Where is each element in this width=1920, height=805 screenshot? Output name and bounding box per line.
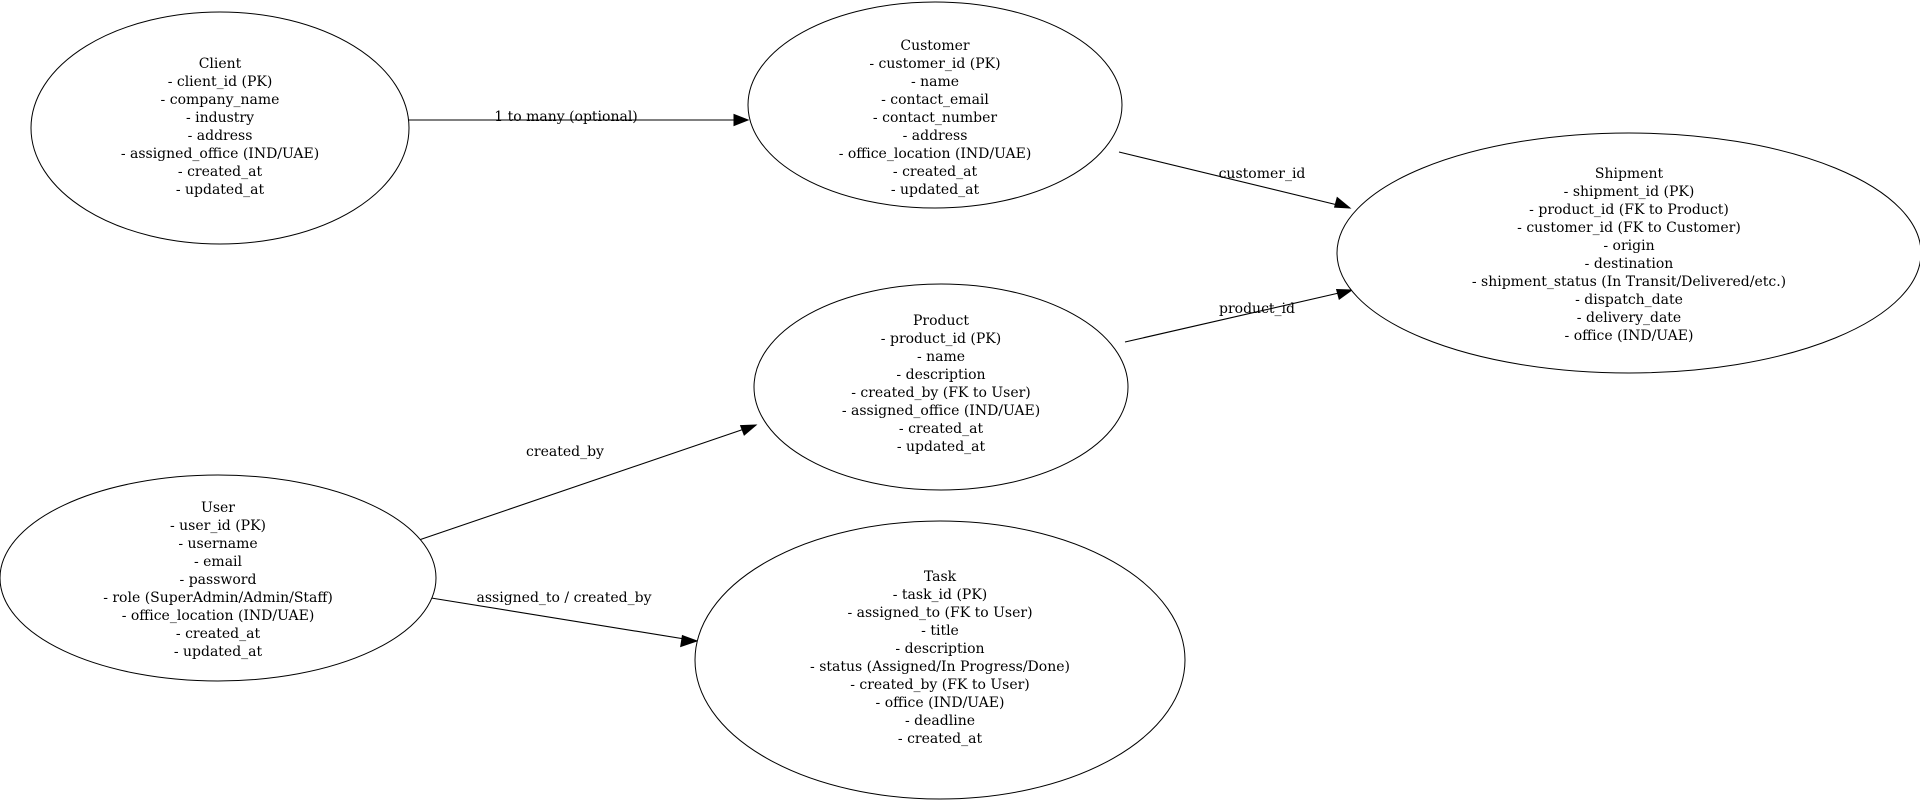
node-product-attr-0: - product_id (PK) bbox=[881, 331, 1001, 347]
node-task-attr-2: - title bbox=[921, 623, 959, 639]
node-task-attr-6: - office (IND/UAE) bbox=[876, 695, 1005, 711]
node-task-attr-3: - description bbox=[895, 641, 984, 657]
node-customer[interactable]: Customer - customer_id (PK) - name - con… bbox=[747, 1, 1123, 209]
node-client-attr-0: - client_id (PK) bbox=[168, 74, 273, 90]
edge-customer-shipment-path bbox=[1118, 151, 1351, 209]
node-product-attr-3: - created_by (FK to User) bbox=[851, 385, 1031, 401]
node-task-attr-8: - created_at bbox=[898, 731, 983, 747]
node-user-attr-2: - email bbox=[194, 554, 243, 570]
node-customer-ellipse bbox=[747, 1, 1123, 209]
node-customer-attr-3: - contact_number bbox=[873, 110, 997, 126]
node-user-ellipse bbox=[0, 474, 437, 682]
node-user-attr-4: - role (SuperAdmin/Admin/Staff) bbox=[103, 590, 333, 606]
node-user-attr-3: - password bbox=[180, 572, 257, 588]
node-client-attr-2: - industry bbox=[186, 110, 254, 126]
node-user[interactable]: User - user_id (PK) - username - email -… bbox=[0, 474, 437, 682]
edge-user-product-path bbox=[418, 424, 757, 541]
node-shipment-attr-7: - delivery_date bbox=[1577, 310, 1681, 326]
node-client-attr-1: - company_name bbox=[161, 92, 280, 108]
node-shipment-ellipse bbox=[1336, 132, 1920, 374]
edge-user-task-arrowhead bbox=[680, 634, 699, 648]
edge-user-task-label: assigned_to / created_by bbox=[477, 590, 652, 606]
edge-user-product-arrowhead bbox=[739, 424, 758, 436]
node-task-title: Task bbox=[924, 569, 957, 585]
node-shipment-attr-8: - office (IND/UAE) bbox=[1565, 328, 1694, 344]
node-customer-attr-6: - created_at bbox=[893, 164, 978, 180]
node-task-attr-4: - status (Assigned/In Progress/Done) bbox=[810, 659, 1070, 675]
node-customer-attr-1: - name bbox=[911, 74, 959, 90]
node-task[interactable]: Task - task_id (PK) - assigned_to (FK to… bbox=[694, 520, 1186, 800]
edge-client-customer-label: 1 to many (optional) bbox=[494, 109, 638, 125]
node-customer-title: Customer bbox=[900, 38, 970, 54]
node-client-ellipse bbox=[30, 11, 410, 245]
node-task-ellipse bbox=[694, 520, 1186, 800]
node-shipment-attr-4: - destination bbox=[1585, 256, 1674, 272]
node-task-attr-1: - assigned_to (FK to User) bbox=[847, 605, 1032, 621]
edge-product-shipment[interactable]: product_id bbox=[1124, 288, 1354, 343]
node-product-attr-4: - assigned_office (IND/UAE) bbox=[842, 403, 1040, 419]
node-shipment-attr-3: - origin bbox=[1603, 238, 1654, 254]
edge-customer-shipment-arrowhead bbox=[1333, 196, 1352, 209]
node-task-attr-5: - created_by (FK to User) bbox=[850, 677, 1030, 693]
node-task-attr-7: - deadline bbox=[905, 713, 975, 729]
node-product-attr-5: - created_at bbox=[899, 421, 984, 437]
node-product-attr-6: - updated_at bbox=[897, 439, 986, 455]
node-shipment-attr-5: - shipment_status (In Transit/Delivered/… bbox=[1472, 274, 1786, 290]
node-customer-attr-2: - contact_email bbox=[881, 92, 989, 108]
node-product-attr-2: - description bbox=[896, 367, 985, 383]
node-user-attr-5: - office_location (IND/UAE) bbox=[122, 608, 315, 624]
node-shipment-attr-2: - customer_id (FK to Customer) bbox=[1517, 220, 1741, 236]
edge-customer-shipment[interactable]: customer_id bbox=[1118, 151, 1352, 209]
node-client-attr-6: - updated_at bbox=[176, 182, 265, 198]
node-shipment-title: Shipment bbox=[1595, 166, 1664, 182]
node-user-title: User bbox=[201, 500, 235, 516]
node-user-attr-1: - username bbox=[178, 536, 257, 552]
edge-product-shipment-path bbox=[1124, 289, 1353, 343]
node-user-attr-6: - created_at bbox=[176, 626, 261, 642]
edge-client-customer-arrowhead bbox=[733, 113, 750, 127]
node-shipment-attr-6: - dispatch_date bbox=[1575, 292, 1683, 308]
node-shipment[interactable]: Shipment - shipment_id (PK) - product_id… bbox=[1336, 132, 1920, 374]
edges-layer: 1 to many (optional) customer_id product… bbox=[408, 109, 1354, 648]
edge-user-product[interactable]: created_by bbox=[418, 424, 758, 541]
edge-user-task[interactable]: assigned_to / created_by bbox=[424, 590, 699, 648]
edge-user-task-path bbox=[424, 596, 698, 642]
node-customer-attr-7: - updated_at bbox=[891, 182, 980, 198]
node-product-ellipse bbox=[753, 283, 1129, 491]
node-customer-attr-4: - address bbox=[903, 128, 968, 144]
node-client-attr-3: - address bbox=[188, 128, 253, 144]
edge-product-shipment-arrowhead bbox=[1335, 288, 1354, 301]
edge-client-customer[interactable]: 1 to many (optional) bbox=[408, 109, 750, 127]
node-user-attr-0: - user_id (PK) bbox=[170, 518, 266, 534]
node-product-title: Product bbox=[913, 313, 969, 329]
node-shipment-attr-1: - product_id (FK to Product) bbox=[1529, 202, 1729, 218]
node-client-attr-4: - assigned_office (IND/UAE) bbox=[121, 146, 319, 162]
node-client[interactable]: Client - client_id (PK) - company_name -… bbox=[30, 11, 410, 245]
edge-customer-shipment-label: customer_id bbox=[1219, 166, 1306, 182]
node-client-attr-5: - created_at bbox=[178, 164, 263, 180]
node-product-attr-1: - name bbox=[917, 349, 965, 365]
node-product[interactable]: Product - product_id (PK) - name - descr… bbox=[753, 283, 1129, 491]
edge-product-shipment-label: product_id bbox=[1219, 301, 1295, 317]
node-client-title: Client bbox=[199, 56, 242, 72]
node-task-attr-0: - task_id (PK) bbox=[893, 587, 988, 603]
edge-user-product-label: created_by bbox=[526, 444, 604, 460]
node-customer-attr-5: - office_location (IND/UAE) bbox=[839, 146, 1032, 162]
node-customer-attr-0: - customer_id (PK) bbox=[869, 56, 1000, 72]
node-user-attr-7: - updated_at bbox=[174, 644, 263, 660]
node-shipment-attr-0: - shipment_id (PK) bbox=[1564, 184, 1695, 200]
